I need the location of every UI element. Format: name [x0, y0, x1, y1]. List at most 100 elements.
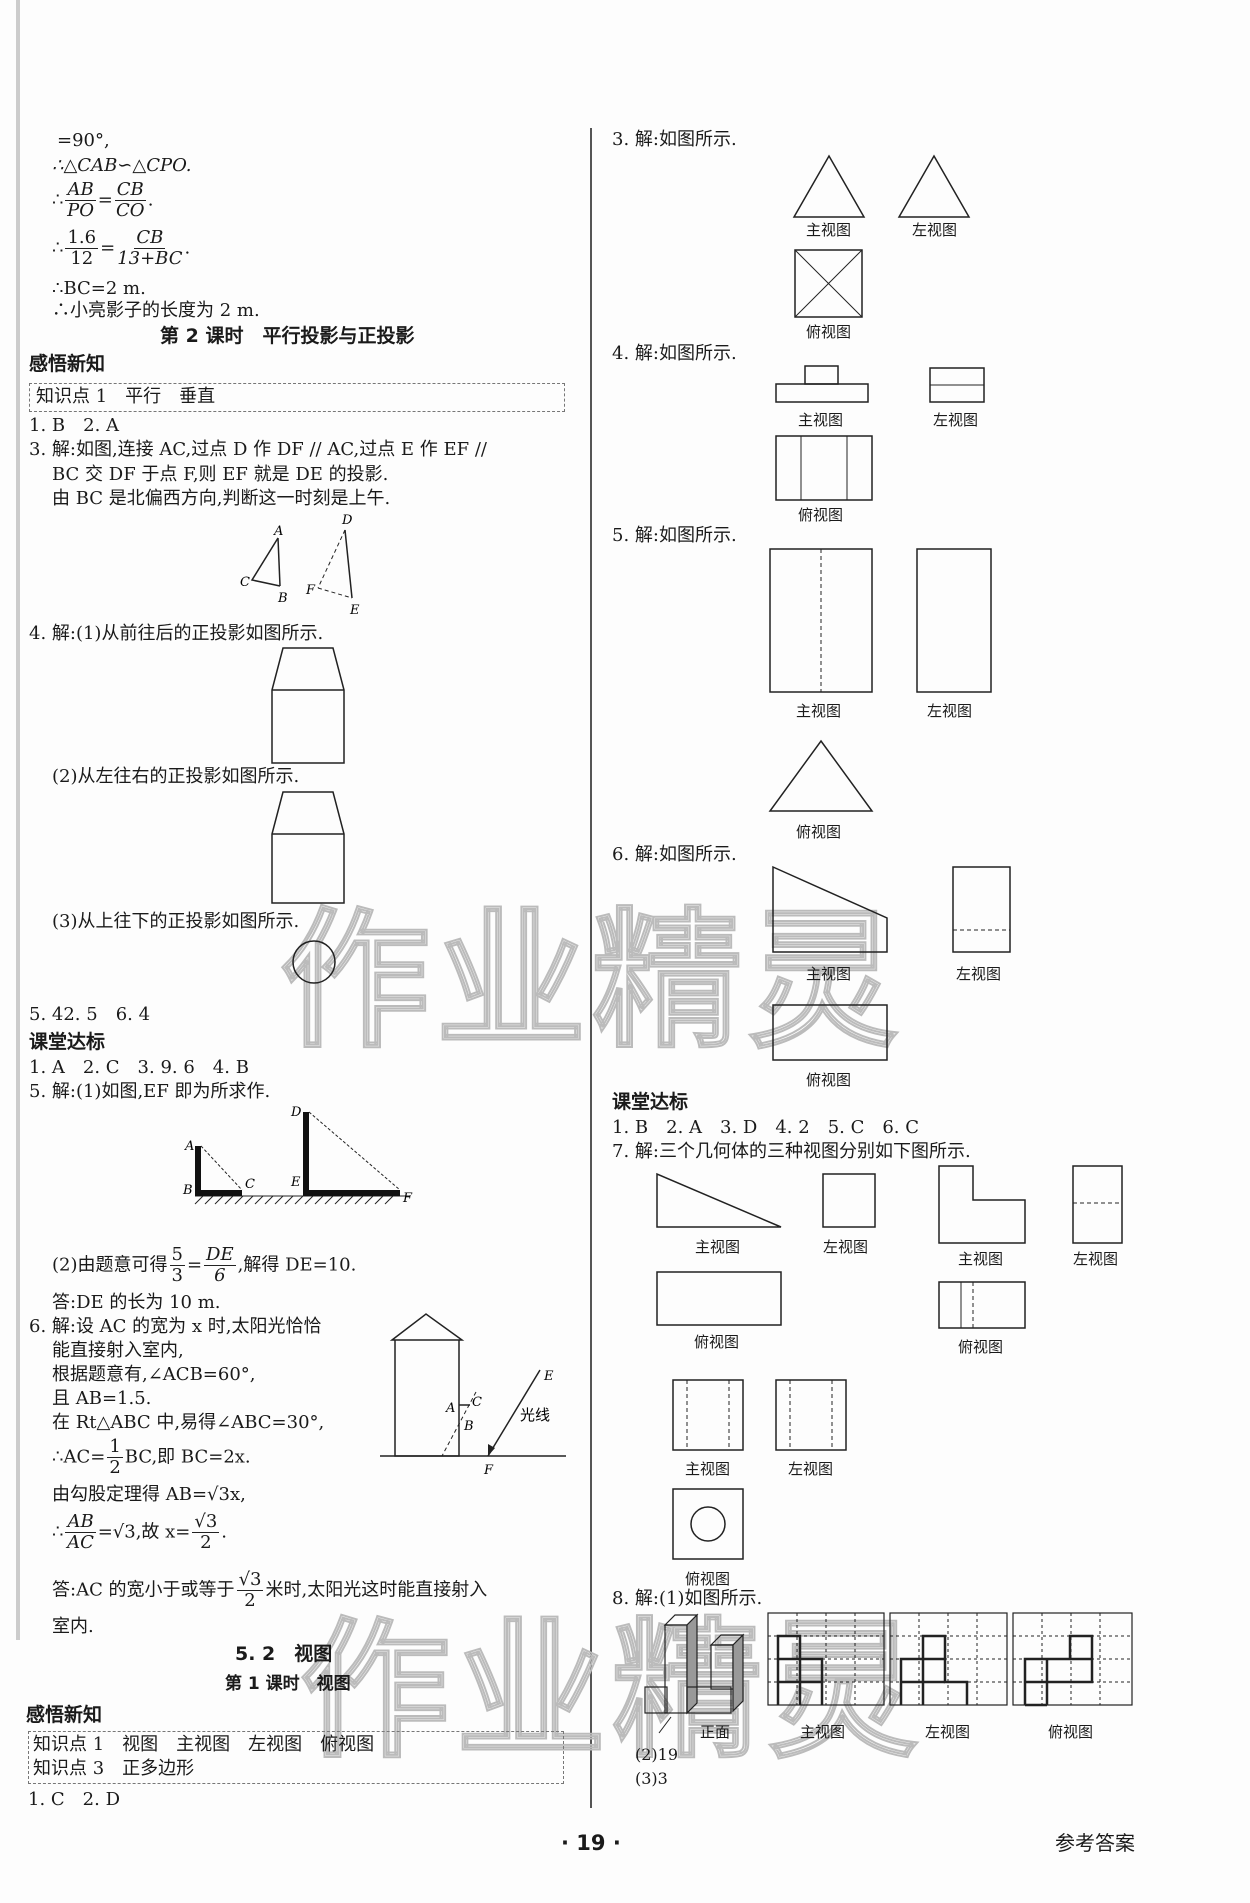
text: .: [221, 1521, 228, 1543]
text-line: 在 Rt△ABC 中,易得∠ABC=30°,: [52, 1412, 325, 1433]
top-view-label: 俯视图: [806, 323, 852, 341]
section-heading: 感悟新知: [29, 353, 106, 375]
numerator: AB: [65, 179, 96, 201]
label-D: D: [290, 1105, 302, 1120]
footer-title: 参考答案: [1055, 1831, 1135, 1855]
numerator: √3: [236, 1569, 264, 1591]
text-line: =90°,: [57, 130, 110, 151]
text-line: ∴小亮影子的长度为 2 m.: [52, 300, 260, 321]
text: BC,即 BC=2x.: [124, 1446, 251, 1468]
q7-views: [656, 1165, 1123, 1560]
text: =: [100, 237, 116, 259]
text: ∴: [52, 237, 64, 259]
binding-edge: [16, 0, 20, 1640]
text-line: (3)3: [635, 1769, 668, 1788]
section-heading: 课堂达标: [29, 1031, 106, 1053]
watermark: 作业精灵: [299, 1604, 925, 1780]
label-C: C: [240, 575, 250, 590]
numerator: 1.6: [65, 227, 99, 249]
top-view-label: 俯视图: [694, 1333, 740, 1351]
left-view-label: 左视图: [823, 1238, 869, 1256]
label-C: C: [245, 1177, 255, 1192]
denominator: 12: [70, 248, 94, 269]
main-view-label: 主视图: [806, 221, 852, 239]
knowledge-box: 知识点 1 视图 主视图 左视图 俯视图 知识点 3 正多边形: [28, 1731, 564, 1784]
text: =: [97, 189, 113, 211]
text-line: 5. 解:如图所示.: [612, 525, 737, 546]
text-line: 由 BC 是北偏西方向,判断这一时刻是上午.: [52, 488, 391, 509]
text-line: 1. A 2. C 3. 9. 6 4. B: [29, 1057, 249, 1078]
denominator: 13+BC: [117, 248, 183, 269]
text-line: 且 AB=1.5.: [52, 1388, 152, 1409]
label-A: A: [445, 1401, 455, 1416]
text-line: 1. C 2. D: [28, 1789, 120, 1810]
text: .: [184, 237, 191, 259]
light-label: 光线: [520, 1406, 550, 1424]
section-title: 5. 2 视图: [235, 1643, 333, 1665]
denominator: 2: [244, 1590, 256, 1611]
knowledge-point: 知识点 1 平行 垂直: [36, 386, 216, 407]
text: 米时,太阳光这时能直接射入: [265, 1579, 488, 1601]
label-F: F: [402, 1191, 413, 1206]
text-line: BC 交 DF 于点 F,则 EF 就是 DE 的投影.: [52, 464, 389, 485]
text-line: (2)从左往右的正投影如图所示.: [52, 766, 300, 787]
left-view-label: 左视图: [925, 1723, 971, 1741]
page-number: · 19 ·: [561, 1831, 621, 1855]
front-label: 正面: [700, 1723, 731, 1741]
text-line: 7. 解:三个几何体的三种视图分别如下图所示.: [612, 1141, 971, 1162]
column-divider: [590, 128, 592, 1808]
text: ∴: [52, 189, 64, 211]
denominator: AC: [67, 1532, 94, 1553]
text-line: 4. 解:(1)从前往后的正投影如图所示.: [29, 623, 324, 644]
lesson-heading: 第 2 课时 平行投影与正投影: [160, 325, 415, 347]
top-projection-figure: [292, 940, 336, 984]
lesson-heading: 第 1 课时 视图: [225, 1674, 351, 1694]
text-line: 答:DE 的长为 10 m.: [52, 1292, 221, 1313]
denominator: 3: [171, 1265, 183, 1286]
left-view-label: 左视图: [956, 965, 1002, 983]
main-view-label: 主视图: [695, 1238, 741, 1256]
top-view-label: 俯视图: [1048, 1723, 1094, 1741]
label-F: F: [483, 1463, 494, 1478]
text-line: 4. 解:如图所示.: [612, 343, 737, 364]
q3-views: [792, 154, 971, 318]
text-line: 能直接射入室内,: [52, 1340, 184, 1361]
main-view-label: 主视图: [806, 965, 852, 983]
left-view-label: 左视图: [933, 411, 979, 429]
label-D: D: [341, 513, 353, 528]
main-view-label: 主视图: [685, 1460, 731, 1478]
text: =: [186, 1254, 203, 1276]
main-view-label: 主视图: [798, 411, 844, 429]
left-view-label: 左视图: [912, 221, 958, 239]
top-view-label: 俯视图: [685, 1570, 731, 1588]
main-view-label: 主视图: [800, 1723, 846, 1741]
label-F: F: [305, 583, 316, 598]
label-C: C: [472, 1395, 482, 1410]
text: .: [147, 189, 154, 211]
top-view-label: 俯视图: [806, 1071, 852, 1089]
left-view-label: 左视图: [927, 702, 973, 720]
numerator: CB: [134, 227, 166, 249]
text-line: 1. B 2. A: [29, 415, 120, 436]
numerator: AB: [65, 1511, 96, 1533]
side-projection-figure: [271, 791, 345, 904]
denominator: PO: [67, 200, 94, 221]
text: (2)由题意可得: [52, 1254, 168, 1276]
text-line: (3)从上往下的正投影如图所示.: [52, 911, 300, 932]
denominator: 2: [109, 1457, 121, 1478]
section-heading: 感悟新知: [26, 1704, 103, 1726]
numerator: 5: [169, 1244, 185, 1266]
label-B: B: [182, 1183, 193, 1198]
main-view-label: 主视图: [796, 702, 842, 720]
text: ∴AC=: [52, 1446, 106, 1468]
